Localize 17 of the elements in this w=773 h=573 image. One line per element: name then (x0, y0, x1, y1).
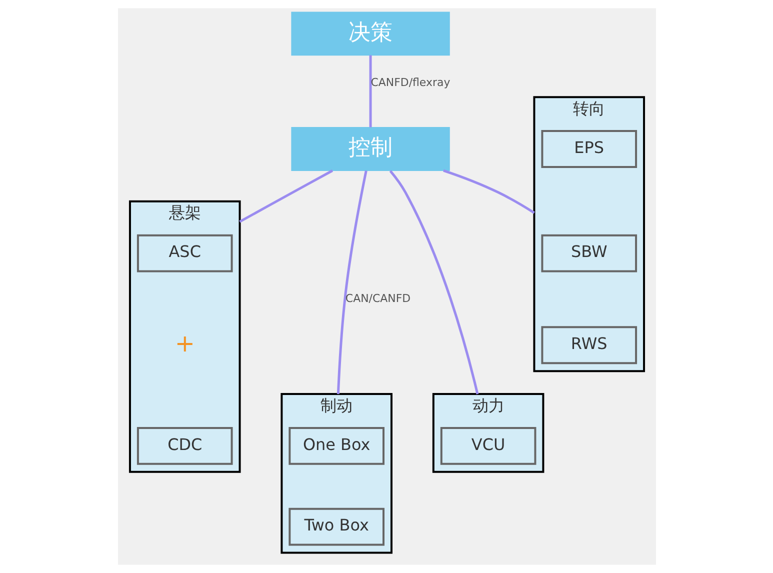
node-box: VCU (440, 426, 536, 465)
connector (388, 170, 478, 394)
connector (368, 55, 372, 128)
node-box: CDC (136, 426, 232, 465)
node-box: 控制 (290, 127, 450, 171)
node-box: ASC (136, 234, 232, 272)
node-box: One Box (288, 426, 384, 465)
node-box: RWS (540, 326, 637, 364)
node-box: EPS (540, 130, 637, 168)
edge-label: CAN/CANFD (344, 292, 410, 306)
node-box: SBW (540, 234, 637, 272)
label: + (174, 329, 194, 358)
connector (442, 169, 534, 214)
connector (238, 170, 333, 223)
connector (336, 170, 367, 394)
node-box: Two Box (288, 508, 384, 546)
node-box: 决策 (290, 12, 450, 56)
